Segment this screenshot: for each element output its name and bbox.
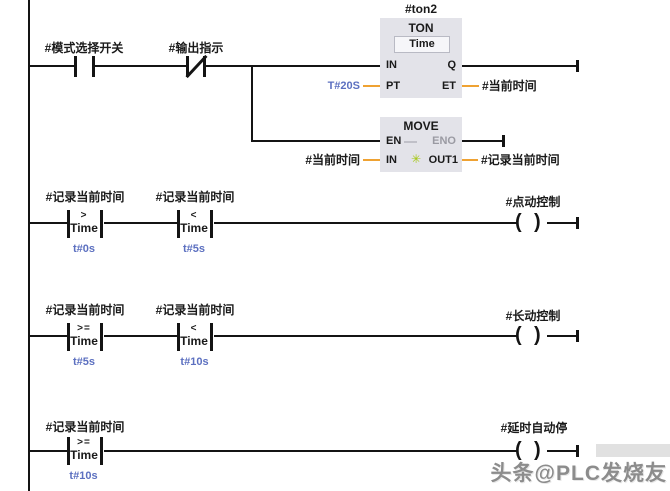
coil-open-paren[interactable]: ( — [515, 211, 522, 233]
rung-wire — [95, 65, 186, 67]
rung-wire — [104, 335, 178, 337]
compare-contact-operand[interactable]: #记录当前时间 — [155, 303, 235, 317]
wire-end-tick — [576, 330, 579, 342]
compare-contact-operand[interactable]: #记录当前时间 — [155, 190, 235, 204]
compare-operator[interactable]: > — [80, 210, 88, 221]
pin-label-in: IN — [386, 59, 397, 71]
rung-wire — [30, 450, 68, 452]
compare-contact-bar[interactable] — [177, 323, 180, 351]
nc-contact-operand[interactable]: #输出指示 — [168, 41, 224, 55]
rung-wire — [30, 335, 68, 337]
pin-label-q: Q — [447, 59, 456, 71]
rung-wire — [104, 450, 518, 452]
watermark-background — [596, 444, 670, 457]
move-out1-operand[interactable]: #记录当前时间 — [481, 153, 560, 167]
compare-value[interactable]: t#10s — [69, 470, 98, 482]
no-contact-bar[interactable] — [74, 56, 77, 77]
watermark-text: 头条@PLC发烧友 — [490, 462, 667, 485]
compare-dtype[interactable]: Time — [70, 334, 98, 348]
eno-output-wire — [462, 140, 504, 142]
coil-close-paren[interactable]: ) — [534, 211, 541, 233]
move-block[interactable] — [380, 117, 462, 172]
compare-contact-operand[interactable]: #记录当前时间 — [45, 303, 125, 317]
rung-wire — [547, 335, 578, 337]
pin-label-eno: ENO — [432, 135, 456, 147]
et-wire — [462, 85, 479, 87]
wire-end-tick — [576, 217, 579, 229]
coil-open-paren[interactable]: ( — [515, 324, 522, 346]
compare-contact-bar[interactable] — [100, 210, 103, 238]
compare-contact-bar[interactable] — [210, 210, 213, 238]
compare-operator[interactable]: >= — [77, 323, 91, 334]
compare-contact-operand[interactable]: #记录当前时间 — [45, 420, 125, 434]
compare-contact-bar[interactable] — [210, 323, 213, 351]
compare-operator[interactable]: >= — [77, 437, 91, 448]
compare-dtype[interactable]: Time — [70, 448, 98, 462]
pin-label-et: ET — [441, 80, 456, 92]
coil-operand[interactable]: #长动控制 — [505, 309, 561, 323]
compare-contact-operand[interactable]: #记录当前时间 — [45, 190, 125, 204]
no-contact-operand[interactable]: #模式选择开关 — [44, 41, 124, 55]
compare-operator[interactable]: < — [190, 210, 198, 221]
rung-wire — [206, 65, 380, 67]
no-contact-bar[interactable] — [92, 56, 95, 77]
pin-label-out1: OUT1 — [428, 154, 458, 166]
timer-instance-label[interactable]: #ton2 — [404, 2, 437, 16]
ton-block-title: TON — [408, 21, 434, 35]
ton-dtype-selector[interactable]: Time — [394, 36, 450, 53]
pt-wire — [363, 85, 380, 87]
pin-label-pt: PT — [386, 80, 401, 92]
compare-dtype[interactable]: Time — [70, 221, 98, 235]
branch-wire — [251, 140, 380, 142]
rung-wire — [30, 222, 68, 224]
rung-wire — [214, 335, 518, 337]
rung-wire — [547, 450, 578, 452]
coil-open-paren[interactable]: ( — [515, 439, 522, 461]
en-eno-dash — [404, 141, 417, 143]
compare-value[interactable]: t#0s — [72, 243, 96, 255]
coil-operand[interactable]: #点动控制 — [505, 195, 561, 209]
pin-label-move-in: IN — [386, 154, 397, 166]
coil-close-paren[interactable]: ) — [534, 324, 541, 346]
move-in-wire — [363, 159, 380, 161]
compare-contact-bar[interactable] — [100, 323, 103, 351]
compare-contact-bar[interactable] — [67, 323, 70, 351]
compare-operator[interactable]: < — [190, 323, 198, 334]
rung-wire — [214, 222, 518, 224]
coil-operand[interactable]: #延时自动停 — [500, 421, 568, 435]
wire-end-tick — [576, 60, 579, 72]
ton-block[interactable] — [380, 18, 462, 98]
rung-wire — [30, 65, 74, 67]
compare-value[interactable]: t#5s — [72, 356, 96, 368]
rung-wire — [547, 222, 578, 224]
compare-dtype[interactable]: Time — [180, 221, 208, 235]
et-operand[interactable]: #当前时间 — [482, 79, 537, 93]
wire-end-tick — [502, 135, 505, 147]
nc-contact-bar[interactable] — [203, 56, 206, 77]
compare-contact-bar[interactable] — [177, 210, 180, 238]
move-star-icon: ✳ — [411, 152, 422, 166]
move-in-operand[interactable]: #当前时间 — [305, 153, 360, 167]
nc-contact-bar[interactable] — [186, 56, 189, 77]
compare-value[interactable]: t#5s — [182, 243, 206, 255]
pin-label-en: EN — [386, 135, 402, 147]
wire-end-tick — [576, 445, 579, 457]
q-output-wire — [462, 65, 577, 67]
branch-wire — [251, 65, 253, 142]
compare-contact-bar[interactable] — [67, 437, 70, 465]
coil-close-paren[interactable]: ) — [534, 439, 541, 461]
power-rail — [28, 0, 30, 491]
rung-wire — [104, 222, 178, 224]
compare-dtype[interactable]: Time — [180, 334, 208, 348]
compare-contact-bar[interactable] — [100, 437, 103, 465]
move-out1-wire — [462, 159, 478, 161]
compare-value[interactable]: t#10s — [180, 356, 209, 368]
move-block-title: MOVE — [403, 119, 439, 133]
pt-value[interactable]: T#20S — [327, 80, 360, 92]
compare-contact-bar[interactable] — [67, 210, 70, 238]
